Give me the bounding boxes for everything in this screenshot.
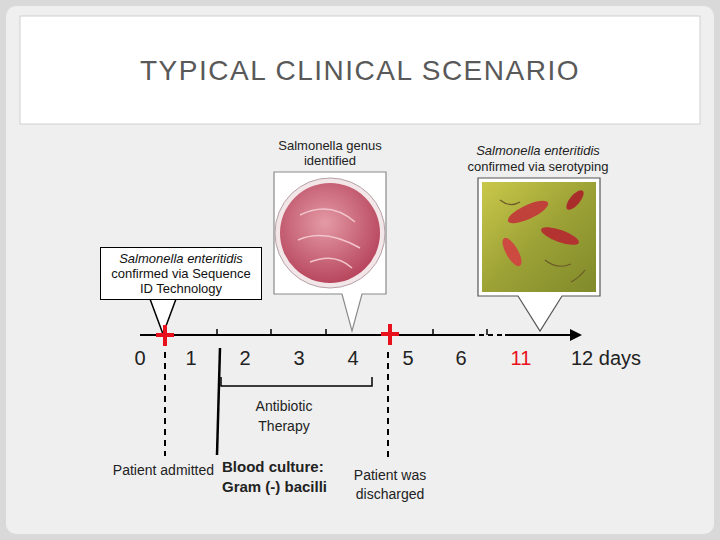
image-caption: Salmonella genus identified bbox=[260, 138, 400, 168]
timeline-axis bbox=[505, 334, 572, 336]
tick bbox=[486, 329, 488, 335]
day-number: 11 bbox=[503, 346, 539, 370]
day-number: 3 bbox=[284, 346, 314, 370]
micrograph bbox=[482, 182, 596, 292]
day-number: 5 bbox=[393, 346, 423, 370]
day-number: 12 days bbox=[561, 346, 651, 370]
period-label: Antibiotic Therapy bbox=[244, 396, 324, 436]
bacterium bbox=[539, 224, 581, 249]
marker-stroke bbox=[381, 332, 399, 336]
petri-dish bbox=[275, 178, 385, 288]
leader-line bbox=[164, 352, 166, 456]
tick bbox=[270, 329, 272, 335]
day-number: 1 bbox=[176, 346, 206, 370]
agar-plate bbox=[280, 183, 380, 283]
colony-streak bbox=[298, 209, 360, 268]
flagella bbox=[500, 200, 585, 282]
day-number: 0 bbox=[125, 346, 155, 370]
tick bbox=[216, 329, 218, 335]
image-caption: confirmed via serotyping bbox=[453, 159, 623, 174]
timeline-ticks bbox=[217, 329, 487, 335]
callout-heading: Salmonella enteritidis bbox=[105, 251, 257, 266]
callout-box: Salmonella enteritidisconfirmed via Sequ… bbox=[100, 247, 262, 300]
marker-stroke bbox=[156, 333, 174, 337]
event-marker bbox=[156, 325, 174, 346]
therapy-bracket bbox=[221, 377, 372, 386]
image-caption: Salmonella enteritidis bbox=[453, 143, 623, 158]
image-callout bbox=[274, 172, 386, 331]
event-label: Patient admitted bbox=[90, 461, 214, 479]
tick bbox=[432, 329, 434, 335]
day-number: 2 bbox=[230, 346, 260, 370]
callout-text: confirmed via Sequence ID Technology bbox=[105, 266, 257, 296]
event-label: Patient was discharged bbox=[342, 466, 438, 504]
image-callout bbox=[478, 178, 600, 331]
leader-line bbox=[387, 352, 389, 460]
title-panel bbox=[20, 16, 700, 124]
event-label: Blood culture: Gram (-) bacilli bbox=[222, 457, 344, 497]
day-number: 6 bbox=[446, 346, 476, 370]
bacterium bbox=[563, 188, 586, 213]
tick bbox=[325, 329, 327, 335]
leader-line bbox=[217, 348, 220, 455]
bacterium bbox=[505, 196, 551, 227]
timeline-arrowhead bbox=[570, 329, 582, 341]
slide-panel bbox=[6, 6, 714, 534]
slide-title: TYPICAL CLINICAL SCENARIO bbox=[20, 54, 700, 88]
day-number: 4 bbox=[338, 346, 368, 370]
event-marker bbox=[381, 324, 399, 345]
timeline-axis bbox=[140, 334, 470, 336]
bacterium bbox=[499, 235, 525, 269]
